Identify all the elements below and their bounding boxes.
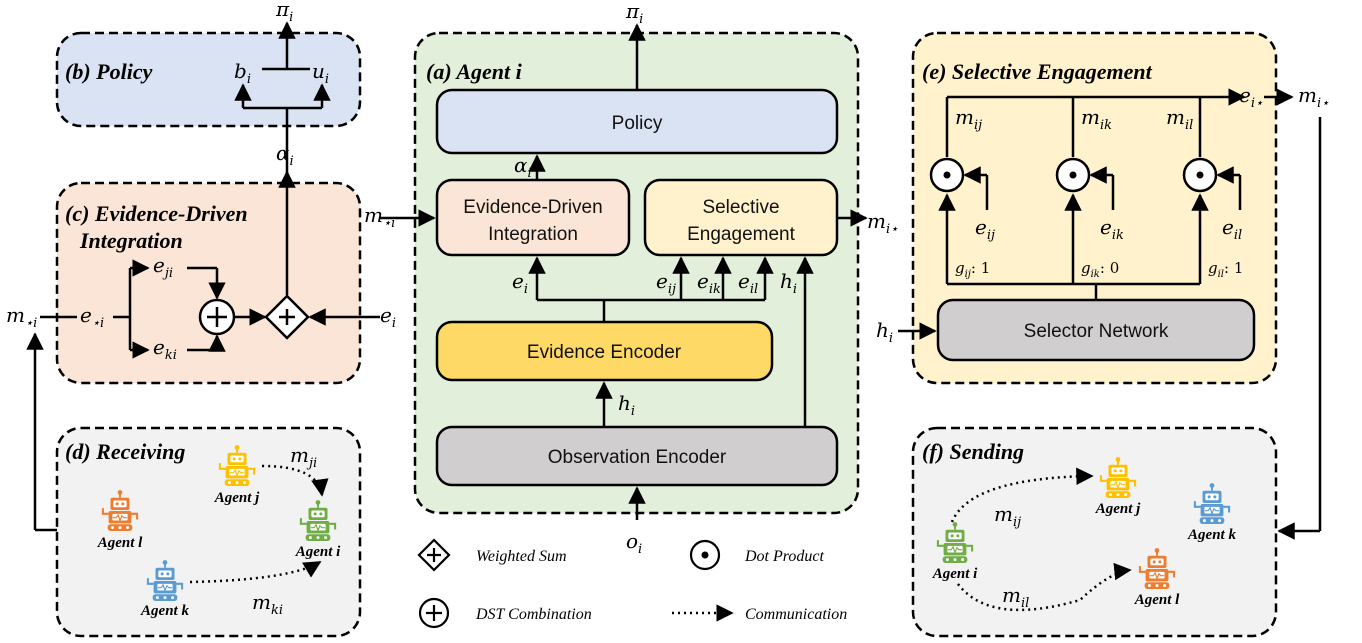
- m-ij-label-se: mij: [955, 105, 982, 133]
- h-i-label-se: hi: [780, 269, 797, 297]
- e-i-label-agent: ei: [512, 269, 528, 297]
- alpha-label-policy: αi: [276, 141, 294, 169]
- m-il-label-se: mil: [1166, 105, 1193, 133]
- legend-weighted-sum-label: Weighted Sum: [476, 548, 567, 565]
- receiving-panel-title: (d) Receiving: [65, 439, 185, 464]
- sending-feed-line: [1277, 117, 1322, 540]
- e-il-label-agent: eil: [738, 269, 758, 297]
- m-star-i-input-label: m⋆i: [364, 203, 395, 231]
- b-i-label: bi: [234, 59, 251, 87]
- weighted-sum-plus-sign: [279, 309, 295, 325]
- m-i-star-right-label: mi⋆: [1298, 83, 1329, 111]
- u-i-label: ui: [312, 59, 329, 87]
- e-i-label-right: ei: [380, 303, 396, 331]
- alpha-label-agent: αi: [514, 153, 532, 181]
- evidence-integration-block: [435, 178, 631, 257]
- policy-panel-title: (b) Policy: [65, 59, 153, 84]
- receiving-communication: [189, 464, 329, 584]
- m-ki-label: mki: [252, 590, 283, 618]
- e-ij-label-se: eij: [975, 215, 995, 243]
- policy-block-label: Policy: [612, 113, 663, 134]
- selector-network-label: Selector Network: [1024, 321, 1169, 342]
- gate-ik-label: gik: 0: [1081, 259, 1119, 280]
- agent-l-label-sending: Agent l: [1134, 592, 1180, 608]
- agent-l-label-receiving: Agent l: [97, 535, 143, 551]
- agent-k-label-receiving: Agent k: [140, 603, 189, 619]
- dot-product-center-il: [1196, 171, 1204, 179]
- evidence-panel-title-line2: Integration: [79, 228, 183, 253]
- receiving-feedback-line: [26, 332, 57, 532]
- m-ji-label: mji: [290, 443, 317, 471]
- h-i-label-selector: hi: [876, 318, 893, 346]
- evidence-encoder-label: Evidence Encoder: [527, 342, 682, 363]
- observation-encoder-label: Observation Encoder: [548, 447, 727, 468]
- pi-label-policy: πi: [275, 0, 293, 25]
- sending-panel: [911, 426, 1278, 638]
- m-i-star-output-label: mi⋆: [867, 209, 898, 237]
- legend-dst-plus: [426, 605, 442, 621]
- e-ji-label: eji: [153, 253, 173, 281]
- gate-ij-label: gij: 1: [955, 259, 990, 280]
- policy-panel: [55, 31, 362, 128]
- m-ik-label-se: mik: [1081, 105, 1112, 133]
- e-ij-label-agent: eij: [656, 269, 676, 297]
- m-il-label-sending: mil: [1002, 583, 1029, 611]
- h-i-label-encoder: hi: [618, 391, 635, 419]
- agent-i-label-receiving: Agent i: [295, 544, 341, 560]
- se-block-label-line2: Engagement: [687, 224, 795, 245]
- agent-i-label-sending: Agent i: [932, 566, 978, 582]
- agent-j-label-receiving: Agent j: [214, 490, 260, 506]
- agent-k-label-sending: Agent k: [1187, 527, 1236, 543]
- e-i-star-label: ei⋆: [1239, 83, 1263, 111]
- evidence-panel-title-line1: (c) Evidence-Driven: [65, 201, 248, 226]
- selective-engagement-panel: [911, 31, 1278, 385]
- legend-dot-product-label: Dot Product: [744, 548, 825, 565]
- agent-connections: [380, 23, 868, 520]
- selective-panel-title: (e) Selective Engagement: [922, 59, 1153, 84]
- e-ik-label-se: eik: [1100, 215, 1124, 243]
- legend-dst-label: DST Combination: [475, 606, 592, 623]
- legend-communication-label: Communication: [745, 606, 847, 623]
- edi-block-label-line1: Evidence-Driven: [463, 197, 602, 218]
- dot-product-center-ik: [1069, 171, 1077, 179]
- dst-plus-sign: [207, 307, 227, 327]
- selective-connections: [898, 88, 1294, 340]
- sending-communication: [950, 467, 1132, 612]
- sending-panel-title: (f) Sending: [922, 439, 1024, 464]
- e-il-label-se: eil: [1222, 215, 1242, 243]
- legend-weighted-sum-plus: [427, 548, 441, 562]
- e-star-i-label: e⋆i: [80, 303, 104, 331]
- e-ik-label-agent: eik: [697, 269, 721, 297]
- agent-panel-title: (a) Agent i: [426, 59, 523, 84]
- dot-product-center-ij: [943, 171, 951, 179]
- receiving-panel: [55, 426, 362, 638]
- m-star-i-left-label: m⋆i: [6, 303, 37, 331]
- pi-label-agent: πi: [625, 0, 643, 27]
- evidence-integration-connections: [40, 170, 380, 359]
- o-i-label: oi: [626, 529, 642, 557]
- edi-block-label-line2: Integration: [488, 224, 578, 245]
- gate-il-label: gil: 1: [1208, 259, 1243, 280]
- m-ij-label-sending: mij: [994, 502, 1021, 530]
- observation-encoder-block: [435, 425, 839, 487]
- se-block-label-line1: Selective: [702, 197, 779, 218]
- agent-j-label-sending: Agent j: [1095, 501, 1141, 517]
- legend-dot-product-center: [701, 551, 709, 559]
- e-ki-label: eki: [153, 335, 177, 363]
